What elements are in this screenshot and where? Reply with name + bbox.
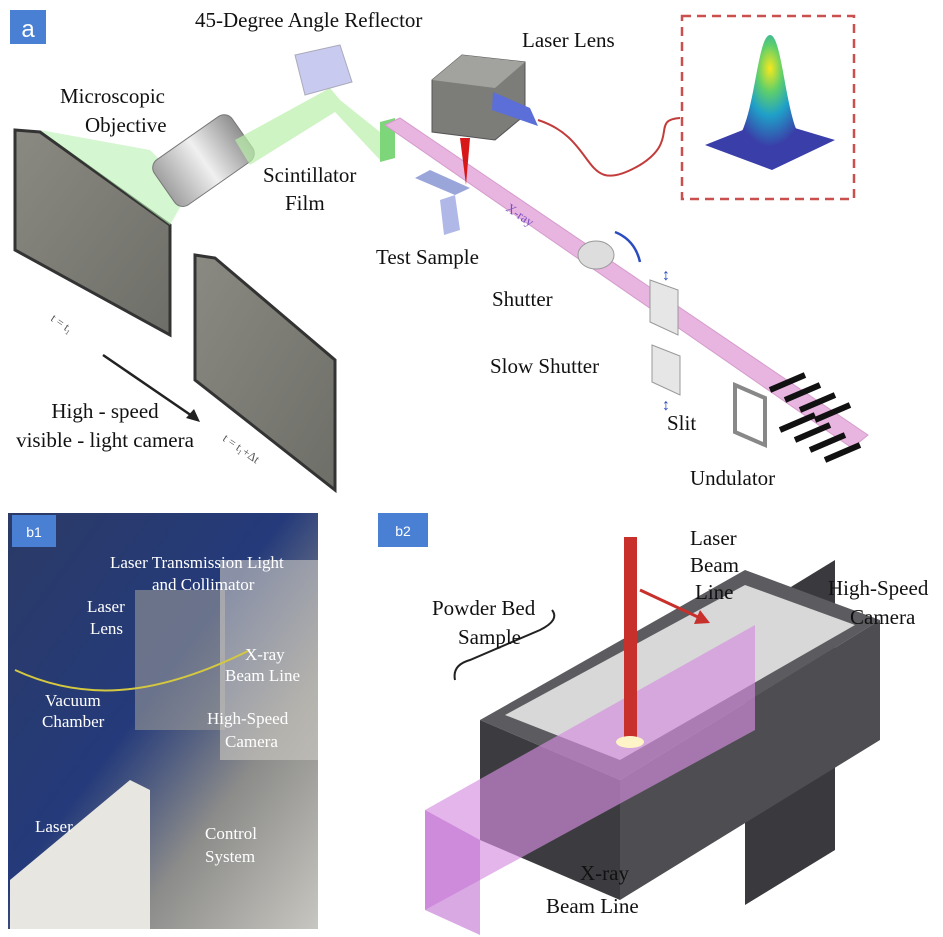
- slit: [733, 381, 767, 449]
- label-xray-1: X-ray: [245, 645, 285, 664]
- fiber-cable: [537, 117, 681, 177]
- label-objective-1: Microscopic: [60, 84, 165, 108]
- label-control-1: Control: [205, 824, 257, 843]
- panel-b1: b1 Laser Transmission Light and Collimat…: [8, 513, 318, 929]
- label-shutter: Shutter: [492, 287, 553, 311]
- melt-pool: [616, 736, 644, 748]
- label-laser-3: Line: [695, 580, 733, 604]
- scan-direction-arrow: [639, 588, 701, 620]
- label-powder-2: Sample: [458, 625, 521, 649]
- label-chamber-1: Vacuum: [45, 691, 101, 710]
- panel-b2: b2 Laser Beam Line High-Speed Camera Pow…: [378, 513, 929, 935]
- laser-fiber-head: [492, 92, 538, 126]
- xray-beam-end: [425, 810, 480, 935]
- undulator: [768, 372, 862, 463]
- label-undulator: Undulator: [690, 466, 775, 490]
- shutter-wheel: [577, 240, 615, 270]
- label-camera-2: Camera: [850, 605, 916, 629]
- time-arrow: [102, 353, 196, 420]
- microscopic-objective: [152, 114, 255, 207]
- label-scintillator-1: Scintillator: [263, 163, 356, 187]
- laser-beam: [460, 138, 470, 185]
- label-chamber-2: Chamber: [42, 712, 105, 731]
- test-sample: [415, 170, 470, 195]
- scan-arrow-head: [694, 610, 710, 624]
- label-xray-2: Beam Line: [225, 666, 300, 685]
- camera-frame-2: [193, 253, 337, 494]
- cube-top: [432, 55, 525, 88]
- shutter-plate: [649, 279, 679, 336]
- label-reflector: 45-Degree Angle Reflector: [195, 8, 422, 32]
- test-sample-side: [440, 195, 460, 235]
- green-light: [40, 130, 190, 225]
- arrow-head: [186, 409, 200, 422]
- photo-laser-box: [10, 780, 150, 929]
- gaussian-peak: [740, 35, 800, 147]
- angle-reflector: [294, 44, 353, 96]
- photo-equipment: [135, 590, 225, 730]
- panel-tag-b2: [378, 513, 428, 547]
- rotation-arrow: [614, 230, 642, 263]
- panel-a: a t = t₁ t = t₁+Δt X-ray: [10, 8, 869, 494]
- label-control-2: System: [205, 847, 255, 866]
- xray-beam: [383, 117, 869, 449]
- label-collimator-1: Laser Transmission Light: [110, 553, 284, 572]
- label-test-sample: Test Sample: [376, 245, 479, 269]
- label-laser-1: Laser: [690, 526, 737, 550]
- photo-cable: [14, 649, 251, 692]
- label-laser-2: Beam: [690, 553, 739, 577]
- label-lens-2: Lens: [90, 619, 123, 638]
- laser-beam-b2: [624, 537, 637, 742]
- time-label-1: t = t₁: [48, 311, 75, 336]
- label-laser-lens: Laser Lens: [522, 28, 615, 52]
- label-camera-2: visible - light camera: [16, 428, 195, 452]
- up-down-arrow-icon-2: ↕: [662, 397, 670, 414]
- label-lens-1: Laser: [87, 597, 125, 616]
- panel-tag-text: a: [21, 16, 35, 43]
- label-camera-2: Camera: [225, 732, 278, 751]
- panel-tag-b1: [12, 515, 56, 547]
- camera-frame-1: [13, 128, 172, 338]
- bed-side: [620, 620, 880, 900]
- label-slow-shutter: Slow Shutter: [490, 354, 599, 378]
- panel-tag-text: b1: [26, 524, 42, 540]
- up-down-arrow-icon: ↕: [662, 267, 670, 284]
- label-camera-1: High - speed: [51, 399, 159, 423]
- time-label-2: t = t₁+Δt: [220, 431, 263, 467]
- label-slit: Slit: [667, 411, 696, 435]
- label-powder-1: Powder Bed: [432, 596, 536, 620]
- label-scintillator-2: Film: [285, 191, 325, 215]
- label-xray-2: Beam Line: [546, 894, 639, 918]
- label-camera-1: High-Speed: [828, 576, 929, 600]
- label-objective-2: Objective: [85, 113, 167, 137]
- label-laser: Laser: [35, 817, 73, 836]
- panel-tag-text: b2: [395, 523, 411, 539]
- photo-wall: [220, 560, 318, 760]
- xray-beam-b2: [425, 625, 755, 910]
- sample-bracket: [453, 609, 556, 681]
- light-path: [235, 88, 390, 165]
- label-collimator-2: and Collimator: [152, 575, 255, 594]
- slow-shutter-plate: [651, 344, 681, 396]
- panel-tag-a: [10, 10, 46, 44]
- label-camera-1: High-Speed: [207, 709, 289, 728]
- label-xray-1: X-ray: [580, 861, 629, 885]
